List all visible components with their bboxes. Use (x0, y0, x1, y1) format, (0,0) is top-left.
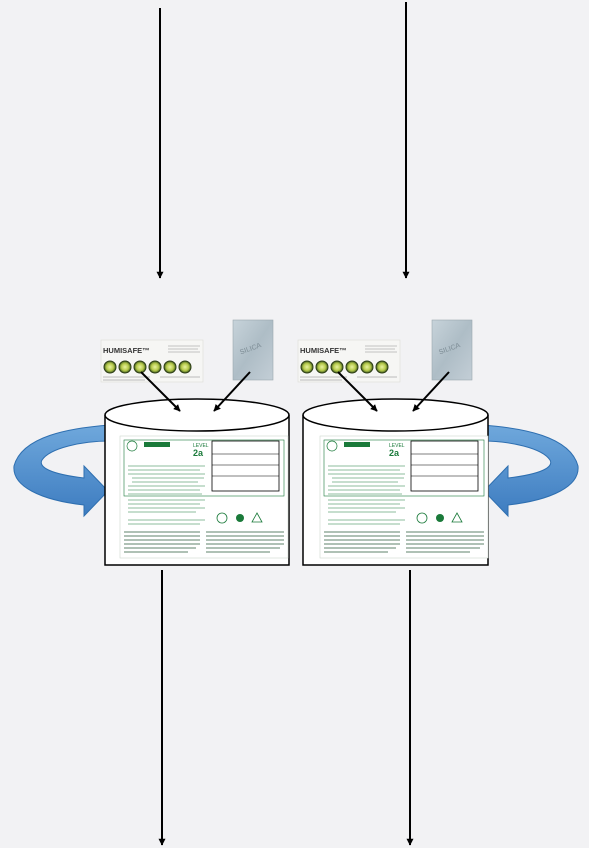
bag-level-prefix: LEVEL (389, 443, 405, 449)
silica-desiccant-left: SILICA (232, 319, 274, 381)
insert-arrow-hic-right (337, 371, 378, 412)
bag-level-prefix: LEVEL (193, 443, 209, 449)
bag-level: 2a (193, 448, 204, 458)
insert-arrow-silica-left (213, 371, 251, 412)
bag-level: 2a (389, 448, 400, 458)
container-left: LEVEL 2a (104, 398, 290, 566)
silica-desiccant-right: SILICA (431, 319, 473, 381)
insert-arrow-silica-right (412, 371, 450, 412)
moisture-barrier-bag-label: LEVEL 2a (119, 435, 289, 559)
moisture-barrier-bag-label: LEVEL 2a (319, 435, 489, 559)
humidity-indicator-card-right: HUMISAFE™ (297, 339, 401, 383)
rotation-arrow-right (481, 424, 579, 518)
container-right: LEVEL 2a (302, 398, 489, 566)
hic-brand: HUMISAFE™ (103, 346, 150, 355)
rotation-arrow-left (13, 424, 111, 518)
hic-brand: HUMISAFE™ (300, 346, 347, 355)
humidity-indicator-card-left: HUMISAFE™ (100, 339, 204, 383)
insert-arrow-hic-left (140, 371, 181, 412)
